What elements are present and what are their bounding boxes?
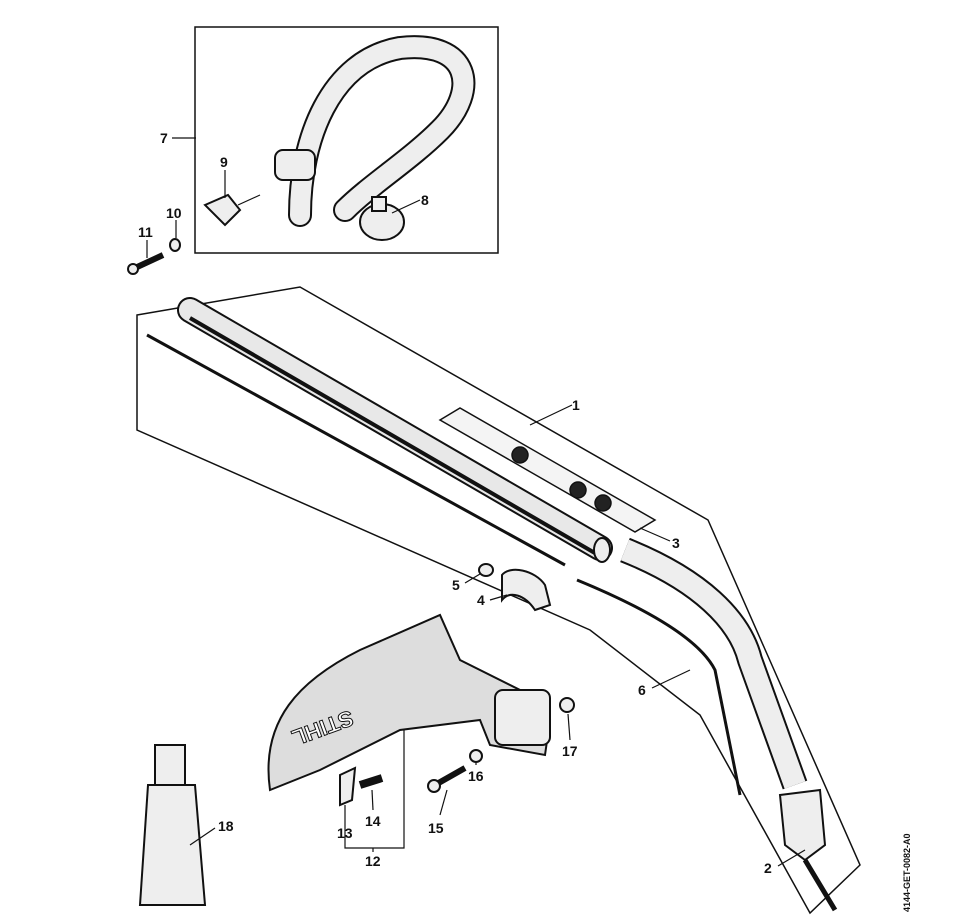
bearing-sleeve[interactable] [778, 788, 838, 912]
loop-handle[interactable] [274, 35, 476, 227]
washer-10[interactable] [169, 238, 181, 252]
screw-11[interactable] [127, 252, 165, 275]
drive-shaft[interactable] [146, 333, 742, 796]
nut-17[interactable] [559, 697, 575, 713]
callout-2: 2 [764, 860, 772, 876]
warning-label[interactable] [438, 407, 657, 533]
leader-lines [146, 137, 806, 867]
callout-3: 3 [672, 535, 680, 551]
callout-9: 9 [220, 154, 228, 170]
callout-7: 7 [160, 130, 168, 146]
callout-1: 1 [572, 397, 580, 413]
drive-tube[interactable] [177, 297, 613, 563]
callout-8: 8 [421, 192, 429, 208]
callout-13: 13 [337, 825, 353, 841]
callout-18: 18 [218, 818, 234, 834]
washer-16[interactable] [469, 749, 483, 763]
callout-17: 17 [562, 743, 578, 759]
callout-5: 5 [452, 577, 460, 593]
clamp-4[interactable] [501, 568, 552, 612]
callout-12: 12 [365, 853, 381, 869]
blade-13[interactable] [339, 766, 357, 807]
deflector-guard[interactable]: STIHL [267, 613, 552, 792]
screw-5[interactable] [478, 563, 494, 577]
wing-screw[interactable] [203, 193, 261, 227]
callout-11: 11 [138, 224, 153, 240]
screw-15[interactable] [427, 765, 467, 793]
callout-10: 10 [166, 205, 182, 221]
drive-tube-assembly-frame [136, 286, 861, 915]
callout-15: 15 [428, 820, 444, 836]
callout-4: 4 [477, 592, 485, 608]
loop-handle-inset-frame [194, 26, 499, 254]
screw-14[interactable] [358, 774, 384, 789]
callout-14: 14 [365, 813, 381, 829]
document-id: 4144-GET-0082-A0 [902, 833, 912, 912]
callout-16: 16 [468, 768, 484, 784]
grease-tube[interactable] [138, 744, 207, 906]
callout-6: 6 [638, 682, 646, 698]
bent-tube[interactable] [620, 537, 808, 790]
